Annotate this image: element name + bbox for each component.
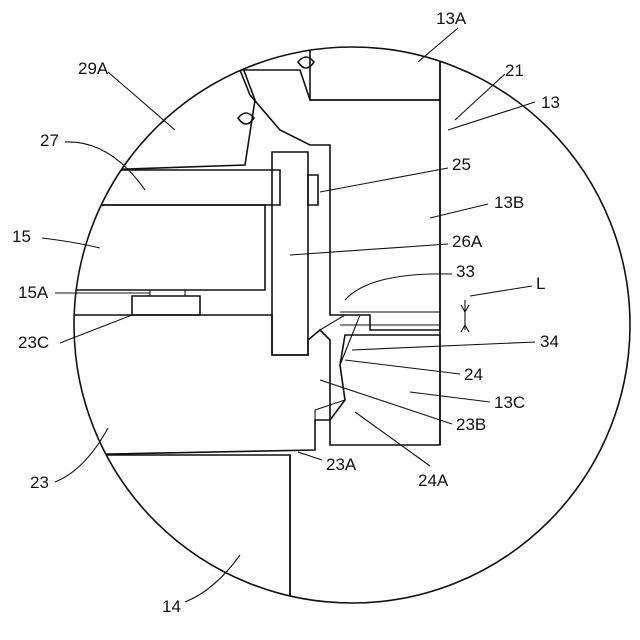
label-23: 23 (30, 473, 49, 492)
label-14: 14 (162, 597, 181, 616)
label-34: 34 (540, 332, 559, 351)
part-23 (60, 315, 330, 455)
seal-ring-top (298, 57, 314, 68)
label-27: 27 (40, 131, 59, 150)
label-33: 33 (456, 262, 475, 281)
label-23C: 23C (18, 333, 49, 352)
label-29A: 29A (78, 59, 109, 78)
label-25: 25 (452, 155, 471, 174)
label-24: 24 (464, 365, 483, 384)
part-26A (272, 152, 308, 355)
label-23A: 23A (326, 455, 357, 474)
label-23B: 23B (456, 415, 486, 434)
label-15: 15 (12, 227, 31, 246)
label-L: L (536, 274, 545, 293)
part-23C (132, 296, 200, 315)
label-26A: 26A (452, 232, 483, 251)
label-15A: 15A (18, 283, 49, 302)
label-13B: 13B (494, 193, 524, 212)
part-15 (60, 205, 265, 290)
part-29A (100, 60, 255, 170)
part-25 (308, 175, 318, 205)
label-13: 13 (541, 93, 560, 112)
label-21: 21 (505, 61, 524, 80)
label-13C: 13C (494, 393, 525, 412)
part-13C (330, 335, 440, 445)
part-13B (240, 70, 440, 330)
part-14 (95, 455, 290, 620)
label-24A: 24A (418, 471, 449, 490)
label-13A: 13A (436, 9, 467, 28)
